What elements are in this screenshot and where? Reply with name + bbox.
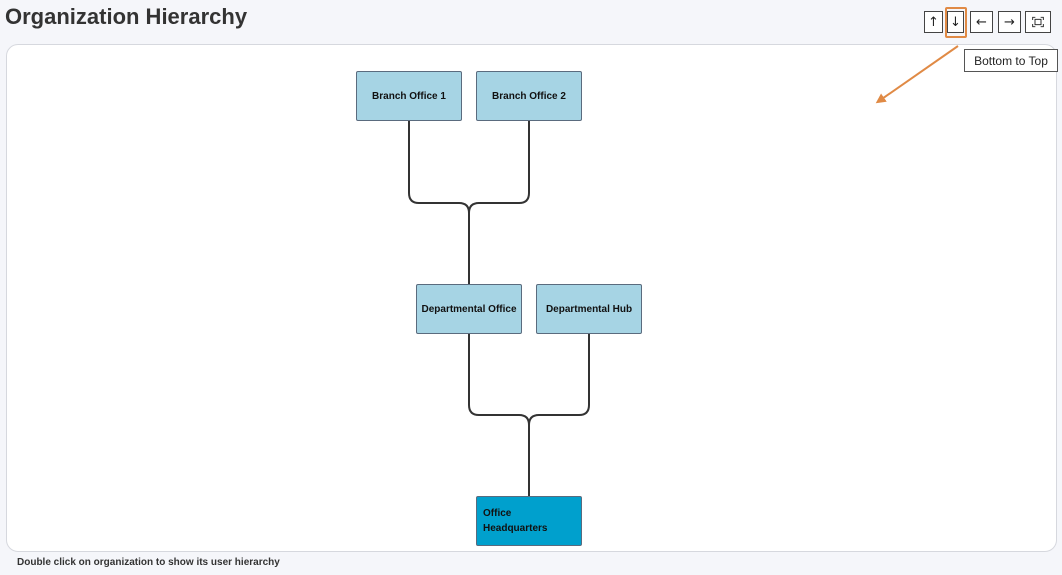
arrow-right-icon: → xyxy=(1004,14,1015,30)
org-node-label: Branch Office 1 xyxy=(372,90,446,102)
arrow-down-icon: ↓ xyxy=(950,14,961,30)
footer-hint: Double click on organization to show its… xyxy=(17,557,280,568)
arrow-left-icon: ← xyxy=(976,14,987,30)
org-node-label: Branch Office 2 xyxy=(492,90,566,102)
bottom-to-top-button[interactable]: ↓ xyxy=(947,11,964,33)
fit-screen-icon xyxy=(1032,16,1044,28)
org-node-branch-office-2[interactable]: Branch Office 2 xyxy=(476,71,582,121)
fit-to-page-button[interactable] xyxy=(1025,11,1051,33)
org-node-label: Office Headquarters xyxy=(483,506,547,536)
org-node-office-headquarters[interactable]: Office Headquarters xyxy=(476,496,582,546)
connector-lines xyxy=(408,121,590,497)
right-to-left-button[interactable]: ← xyxy=(970,11,993,33)
org-node-label: Departmental Hub xyxy=(545,303,633,315)
left-to-right-button[interactable]: → xyxy=(998,11,1021,33)
org-node-label-line-2: Headquarters xyxy=(483,523,548,534)
hierarchy-canvas[interactable]: Branch Office 1 Branch Office 2 Departme… xyxy=(6,44,1057,552)
org-node-departmental-hub[interactable]: Departmental Hub xyxy=(536,284,642,334)
arrow-up-icon: ↑ xyxy=(928,14,939,30)
org-node-departmental-office[interactable]: Departmental Office xyxy=(416,284,522,334)
org-node-branch-office-1[interactable]: Branch Office 1 xyxy=(356,71,462,121)
tooltip: Bottom to Top xyxy=(964,49,1058,72)
org-node-label: Departmental Office xyxy=(421,303,517,315)
page-title: Organization Hierarchy xyxy=(5,4,248,29)
top-to-bottom-button[interactable]: ↑ xyxy=(924,11,943,33)
org-node-label-line-1: Office xyxy=(483,508,512,519)
